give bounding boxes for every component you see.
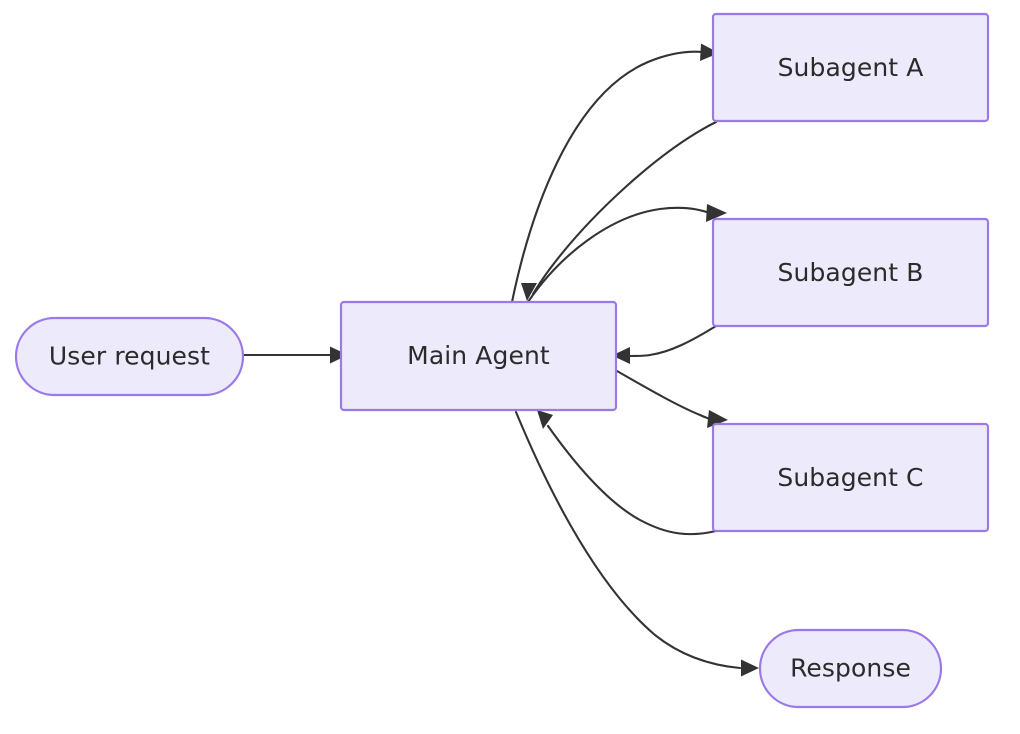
node-subagent-c[interactable]: Subagent C (711, 422, 990, 533)
node-response[interactable]: Response (758, 628, 943, 709)
node-user-request-shape (14, 316, 245, 397)
edge-main-to-c-arrowhead (707, 410, 728, 428)
edge-b-to-main-path (627, 324, 718, 358)
edges-layer (241, 43, 759, 677)
edge-main-to-response[interactable] (514, 410, 759, 677)
node-main-agent-label: Main Agent (407, 341, 550, 370)
edge-c-to-main[interactable] (537, 410, 718, 536)
node-main-agent-shape (339, 300, 618, 412)
edge-c-to-main-path (546, 424, 718, 536)
node-subagent-a-shape (711, 12, 990, 123)
edge-main-to-b-arrowhead (706, 204, 727, 222)
edge-user-to-main-arrowhead (330, 346, 348, 364)
edge-main-to-a-arrowhead (700, 43, 719, 61)
node-user-request[interactable]: User request (14, 316, 245, 397)
edge-main-to-a[interactable] (510, 43, 719, 304)
node-subagent-b-shape (711, 217, 990, 328)
node-subagent-c-label: Subagent C (777, 463, 923, 492)
edge-a-to-main-path (531, 120, 718, 296)
edge-main-to-response-arrowhead (741, 659, 759, 677)
node-subagent-a[interactable]: Subagent A (711, 12, 990, 123)
node-response-shape (758, 628, 943, 709)
node-subagent-b-label: Subagent B (778, 258, 924, 287)
node-user-request-label: User request (49, 342, 210, 371)
edge-a-to-main-arrowhead (521, 283, 537, 301)
edge-a-to-main[interactable] (521, 120, 718, 301)
edge-main-to-a-path (510, 50, 705, 304)
edge-main-to-b-path (526, 206, 714, 304)
edge-main-to-c[interactable] (615, 369, 728, 428)
node-subagent-b[interactable]: Subagent B (711, 217, 990, 328)
edge-main-to-c-path (615, 369, 714, 422)
node-main-agent[interactable]: Main Agent (339, 300, 618, 412)
node-response-label: Response (790, 654, 911, 683)
edge-b-to-main-arrowhead (612, 347, 630, 364)
node-subagent-c-shape (711, 422, 990, 533)
nodes-layer: User request Main Agent Subagent A Subag… (14, 12, 990, 709)
edge-main-to-response-path (514, 410, 742, 670)
edge-main-to-b[interactable] (526, 204, 727, 304)
edge-b-to-main[interactable] (612, 324, 718, 364)
edge-c-to-main-arrowhead (537, 410, 553, 429)
edge-user-to-main[interactable] (241, 346, 348, 364)
node-subagent-a-label: Subagent A (778, 53, 924, 82)
